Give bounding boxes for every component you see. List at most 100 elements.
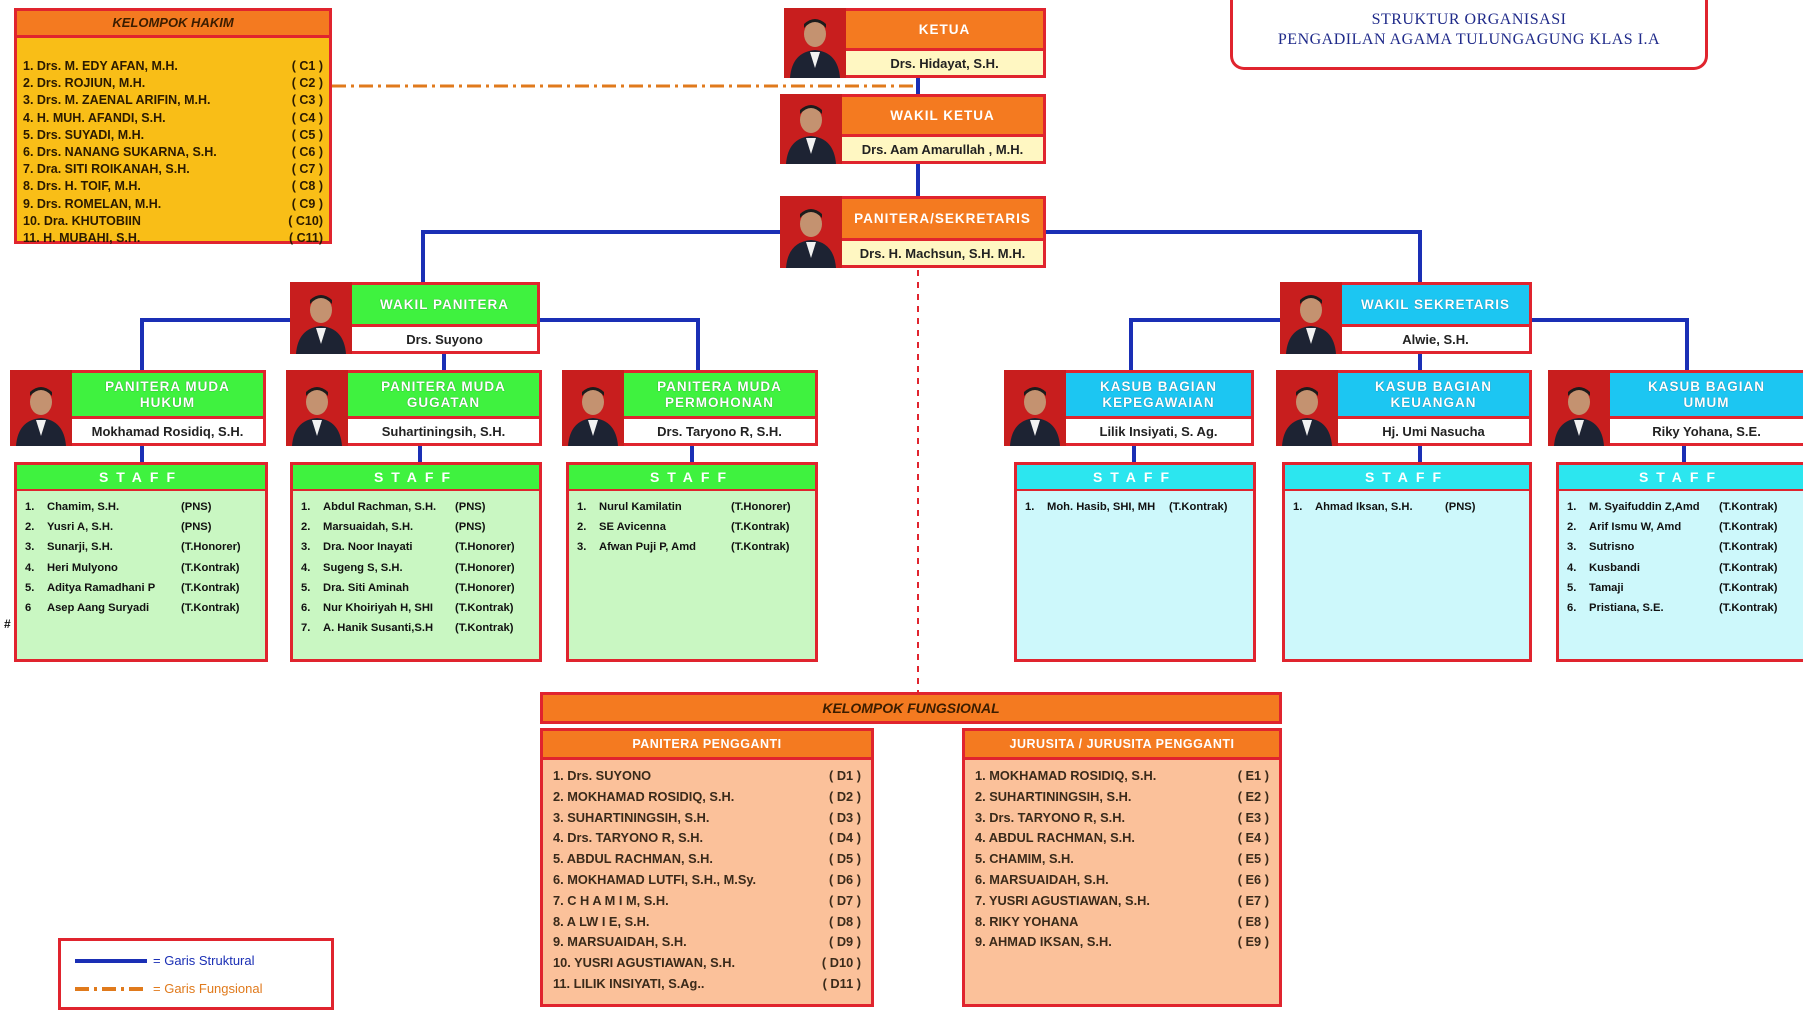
functional-code: ( E2 ): [1237, 788, 1269, 804]
role-ketua: KETUA: [846, 11, 1043, 48]
functional-name: 11. LILIK INSIYATI, S.Ag..: [553, 975, 705, 991]
judge-name: 10. Dra. KHUTOBIIN: [23, 213, 141, 228]
staff-item: 4.Sugeng S, S.H.(T.Honorer): [301, 558, 531, 578]
staff-item: 4.Heri Mulyono(T.Kontrak): [25, 558, 257, 578]
staff-status: (T.Kontrak): [455, 622, 514, 635]
staff-name: Afwan Puji P, Amd: [599, 541, 696, 554]
staff-item: 1.Chamim, S.H.(PNS): [25, 497, 257, 517]
judge-code: ( C10): [288, 213, 323, 228]
photo-wakil-ketua: [780, 94, 842, 164]
portrait-icon: [1282, 387, 1332, 446]
photo-ketua: [784, 8, 846, 78]
staff-list-hukum: 1.Chamim, S.H.(PNS)2.Yusri A, S.H.(PNS)3…: [17, 491, 265, 618]
judge-code: ( C4 ): [291, 110, 323, 125]
judge-name: 4. H. MUH. AFANDI, S.H.: [23, 110, 166, 125]
judge-code: ( C3 ): [291, 93, 323, 108]
staff-number: 2.: [301, 521, 311, 534]
functional-item: 11. LILIK INSIYATI, S.Ag..( D11 ): [553, 974, 861, 995]
functional-item: 1. MOKHAMAD ROSIDIQ, S.H. ( E1 ): [975, 766, 1269, 787]
staff-status: (PNS): [181, 521, 212, 534]
functional-code: ( E6 ): [1237, 871, 1269, 887]
staff-name: Tamaji: [1589, 581, 1624, 594]
functional-item: 6. MARSUAIDAH, S.H. ( E6 ): [975, 870, 1269, 891]
staff-name: Aditya Ramadhani P: [47, 581, 156, 594]
legend: = Garis Struktural = Garis Fungsional: [58, 938, 334, 1010]
functional-code: ( E3 ): [1237, 809, 1269, 825]
staff-item: 1.Abdul Rachman, S.H.(PNS): [301, 497, 531, 517]
staff-name: Arif Ismu W, Amd: [1589, 521, 1682, 534]
staff-status: (T.Honorer): [181, 541, 241, 554]
jurusita-header: JURUSITA / JURUSITA PENGGANTI: [965, 731, 1279, 760]
staff-status: (T.Kontrak): [731, 521, 790, 534]
staff-list-keuangan: 1.Ahmad Iksan, S.H.(PNS): [1285, 491, 1529, 517]
functional-item: 2. SUHARTININGSIH, S.H.( E2 ): [975, 787, 1269, 808]
staff-number: 6.: [301, 602, 311, 615]
functional-code: ( E4 ): [1237, 830, 1269, 846]
functional-name: 1. MOKHAMAD ROSIDIQ, S.H.: [975, 768, 1157, 783]
functional-line-sample: [75, 986, 147, 991]
judge-item: 7. Dra. SITI ROIKANAH, S.H.( C7 ): [23, 161, 323, 178]
functional-name: 6. MARSUAIDAH, S.H.: [975, 871, 1109, 887]
staff-number: 5.: [25, 581, 35, 594]
functional-code: ( D2 ): [829, 788, 861, 804]
staff-item: 5.Dra. Siti Aminah(T.Honorer): [301, 578, 531, 598]
staff-item: 3.Dra. Noor Inayati(T.Honorer): [301, 537, 531, 557]
name-wakil-ketua: Drs. Aam Amarullah , M.H.: [842, 134, 1043, 161]
functional-item: 5. ABDUL RACHMAN, S.H.( D5 ): [553, 849, 861, 870]
legend-structural: = Garis Struktural: [75, 953, 255, 968]
staff-status: (PNS): [455, 521, 486, 534]
jurusita-box: JURUSITA / JURUSITA PENGGANTI 1. MOKHAMA…: [962, 728, 1282, 1007]
staff-header: STAFF: [1285, 465, 1529, 491]
staff-name: Nur Khoiriyah H, SHI: [323, 602, 434, 615]
staff-box-hukum: STAFF 1.Chamim, S.H.(PNS)2.Yusri A, S.H.…: [14, 462, 268, 662]
judge-item: 4. H. MUH. AFANDI, S.H. ( C4 ): [23, 110, 323, 127]
org-title-line2: PENGADILAN AGAMA TULUNGAGUNG KLAS I.A: [1277, 31, 1661, 48]
functional-code: ( E1 ): [1237, 768, 1269, 783]
judge-item: 1. Drs. M. EDY AFAN, M.H.( C1 ): [23, 58, 323, 75]
org-title-line1: STRUKTUR ORGANISASI: [1371, 11, 1567, 28]
staff-status: (T.Kontrak): [1719, 501, 1778, 513]
functional-code: ( E8 ): [1237, 913, 1269, 929]
org-title: STRUKTUR ORGANISASI PENGADILAN AGAMA TUL…: [1230, 0, 1708, 70]
staff-name: M. Syaifuddin Z,Amd: [1589, 501, 1700, 513]
staff-box-keuangan: STAFF 1.Ahmad Iksan, S.H.(PNS): [1282, 462, 1532, 662]
staff-number: 4.: [301, 561, 311, 574]
portrait-icon: [296, 295, 346, 354]
staff-name: Dra. Siti Aminah: [323, 581, 409, 594]
role-pm-hukum: PANITERA MUDA HUKUM: [72, 373, 263, 416]
staff-number: 2.: [25, 521, 35, 534]
staff-box-gugatan: STAFF 1.Abdul Rachman, S.H.(PNS)2.Marsua…: [290, 462, 542, 662]
staff-item: 6.Pristiana, S.E.(T.Kontrak): [1567, 598, 1795, 618]
staff-item: 1.Ahmad Iksan, S.H.(PNS): [1293, 497, 1521, 517]
photo-wakil-sekretaris: [1280, 282, 1342, 354]
staff-box-permohonan: STAFF 1.Nurul Kamilatin(T.Honorer)2.SE A…: [566, 462, 818, 662]
staff-number: 3.: [301, 541, 311, 554]
legend-structural-label: = Garis Struktural: [153, 953, 255, 968]
judge-name: 5. Drs. SUYADI, M.H.: [23, 127, 145, 142]
staff-item: 4.Kusbandi(T.Kontrak): [1567, 558, 1795, 578]
staff-name: Marsuaidah, S.H.: [323, 521, 414, 534]
portrait-icon: [16, 387, 66, 446]
staff-header: STAFF: [1017, 465, 1253, 491]
functional-item: 5. CHAMIM, S.H.( E5 ): [975, 849, 1269, 870]
portrait-icon: [790, 19, 840, 78]
judge-name: 6. Drs. NANANG SUKARNA, S.H.: [23, 145, 217, 160]
judge-item: 8. Drs. H. TOIF, M.H.( C8 ): [23, 178, 323, 195]
functional-code: ( D5 ): [829, 851, 861, 867]
functional-name: 8. RIKY YOHANA: [975, 913, 1079, 929]
staff-status: (PNS): [455, 501, 486, 513]
judge-code: ( C8 ): [291, 179, 323, 194]
staff-status: (T.Kontrak): [1719, 541, 1778, 554]
photo-pm-permohonan: [562, 370, 624, 446]
judge-item: 5. Drs. SUYADI, M.H.( C5 ): [23, 127, 323, 144]
staff-status: (T.Honorer): [731, 501, 791, 513]
judge-item: 6. Drs. NANANG SUKARNA, S.H.( C6 ): [23, 144, 323, 161]
functional-code: ( E7 ): [1237, 892, 1269, 908]
staff-item: 1.M. Syaifuddin Z,Amd(T.Kontrak): [1567, 497, 1795, 517]
staff-item: 3.Afwan Puji P, Amd(T.Kontrak): [577, 537, 807, 557]
